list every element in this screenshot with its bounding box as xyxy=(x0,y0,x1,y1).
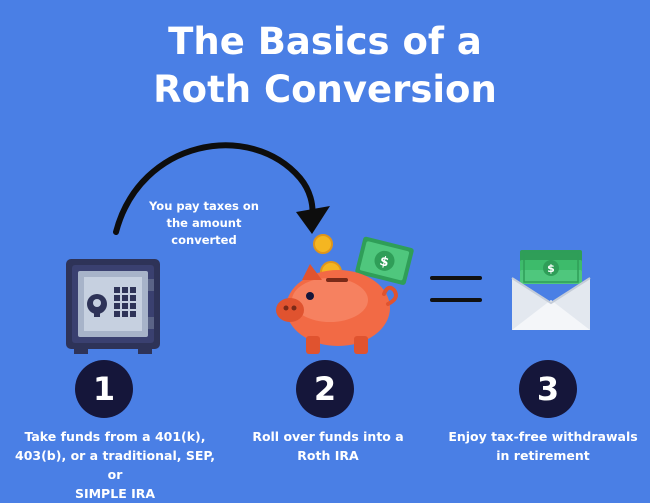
step-number-3: 3 xyxy=(519,360,577,418)
safe-icon xyxy=(66,259,160,354)
title-line-1: The Basics of a xyxy=(168,20,482,63)
step-number-1: 1 xyxy=(75,360,133,418)
step-1-caption-line-2: 403(b), or a traditional, SEP, or xyxy=(15,448,215,482)
arrow-note-line-3: converted xyxy=(171,233,237,247)
step-2-caption-line-1: Roll over funds into a xyxy=(252,429,404,444)
svg-text:$: $ xyxy=(547,262,555,275)
arrow-note-line-1: You pay taxes on xyxy=(149,199,259,213)
step-1-caption-line-1: Take funds from a 401(k), xyxy=(24,429,206,444)
arrow-note: You pay taxes on the amount converted xyxy=(140,198,268,249)
step-2-caption: Roll over funds into a Roth IRA xyxy=(240,427,416,465)
title-line-2: Roth Conversion xyxy=(153,68,497,111)
step-3-caption-line-2: in retirement xyxy=(496,448,590,463)
coin-icon xyxy=(313,234,333,254)
money-envelope-icon: $ xyxy=(511,250,591,330)
step-3-caption: Enjoy tax-free withdrawals in retirement xyxy=(440,427,646,465)
arrow-head xyxy=(296,206,330,234)
curved-arrow-icon xyxy=(113,142,330,235)
equals-sign-bottom xyxy=(430,298,482,302)
arrow-note-line-2: the amount xyxy=(166,216,242,230)
banknote-icon: $ xyxy=(355,236,414,285)
equals-sign-top xyxy=(430,276,482,280)
piggy-bank-icon: $ xyxy=(276,234,414,354)
page-title: The Basics of a Roth Conversion xyxy=(0,18,650,114)
step-3-caption-line-1: Enjoy tax-free withdrawals xyxy=(448,429,638,444)
step-1-caption-line-3: SIMPLE IRA xyxy=(74,486,156,501)
svg-text:$: $ xyxy=(378,254,390,271)
step-1-caption: Take funds from a 401(k), 403(b), or a t… xyxy=(8,427,222,503)
step-2-caption-line-2: Roth IRA xyxy=(297,448,359,463)
step-number-2: 2 xyxy=(296,360,354,418)
